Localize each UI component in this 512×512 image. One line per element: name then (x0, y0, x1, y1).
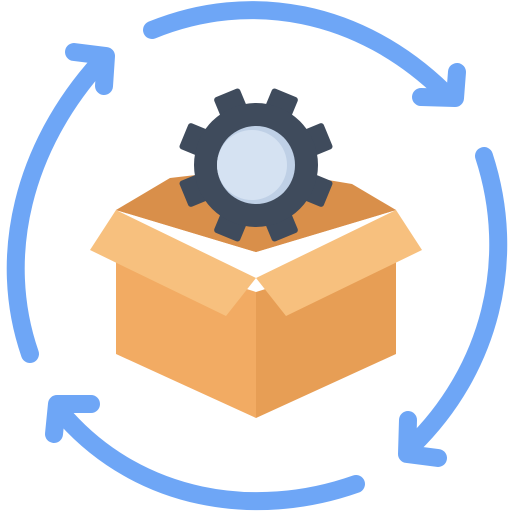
gear-center (217, 130, 287, 200)
arrow-bottom-head (45, 395, 100, 443)
arrow-top-arc (143, 1, 453, 101)
box-left-flap (90, 210, 256, 316)
arrow-left-head (65, 43, 115, 95)
box-right-flap (256, 210, 422, 316)
arrow-bottom-arc (57, 409, 365, 511)
arrow-left-arc (6, 53, 109, 363)
arrow-right-arc (403, 147, 508, 455)
box-front (90, 210, 422, 418)
cycle-arrows-icon (6, 1, 508, 511)
gear-icon (179, 88, 333, 242)
arrow-right-head (398, 411, 447, 467)
arrow-top-head (412, 63, 466, 107)
